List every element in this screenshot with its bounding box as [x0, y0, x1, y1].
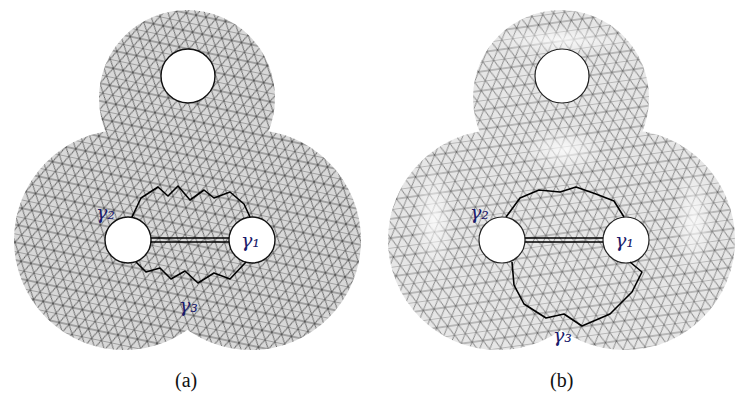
curve-label: γ₃ [179, 296, 198, 315]
curve-label: γ₁ [241, 231, 260, 250]
triple-torus-b [374, 0, 745, 360]
panel-caption: (a) [175, 370, 197, 390]
triple-torus-a [0, 0, 380, 360]
curve-label: γ₂ [96, 203, 115, 222]
curve-label: γ₂ [470, 203, 489, 222]
curve-label: γ₁ [615, 231, 634, 250]
panel-caption: (b) [550, 370, 573, 390]
curve-label: γ₃ [553, 326, 572, 345]
